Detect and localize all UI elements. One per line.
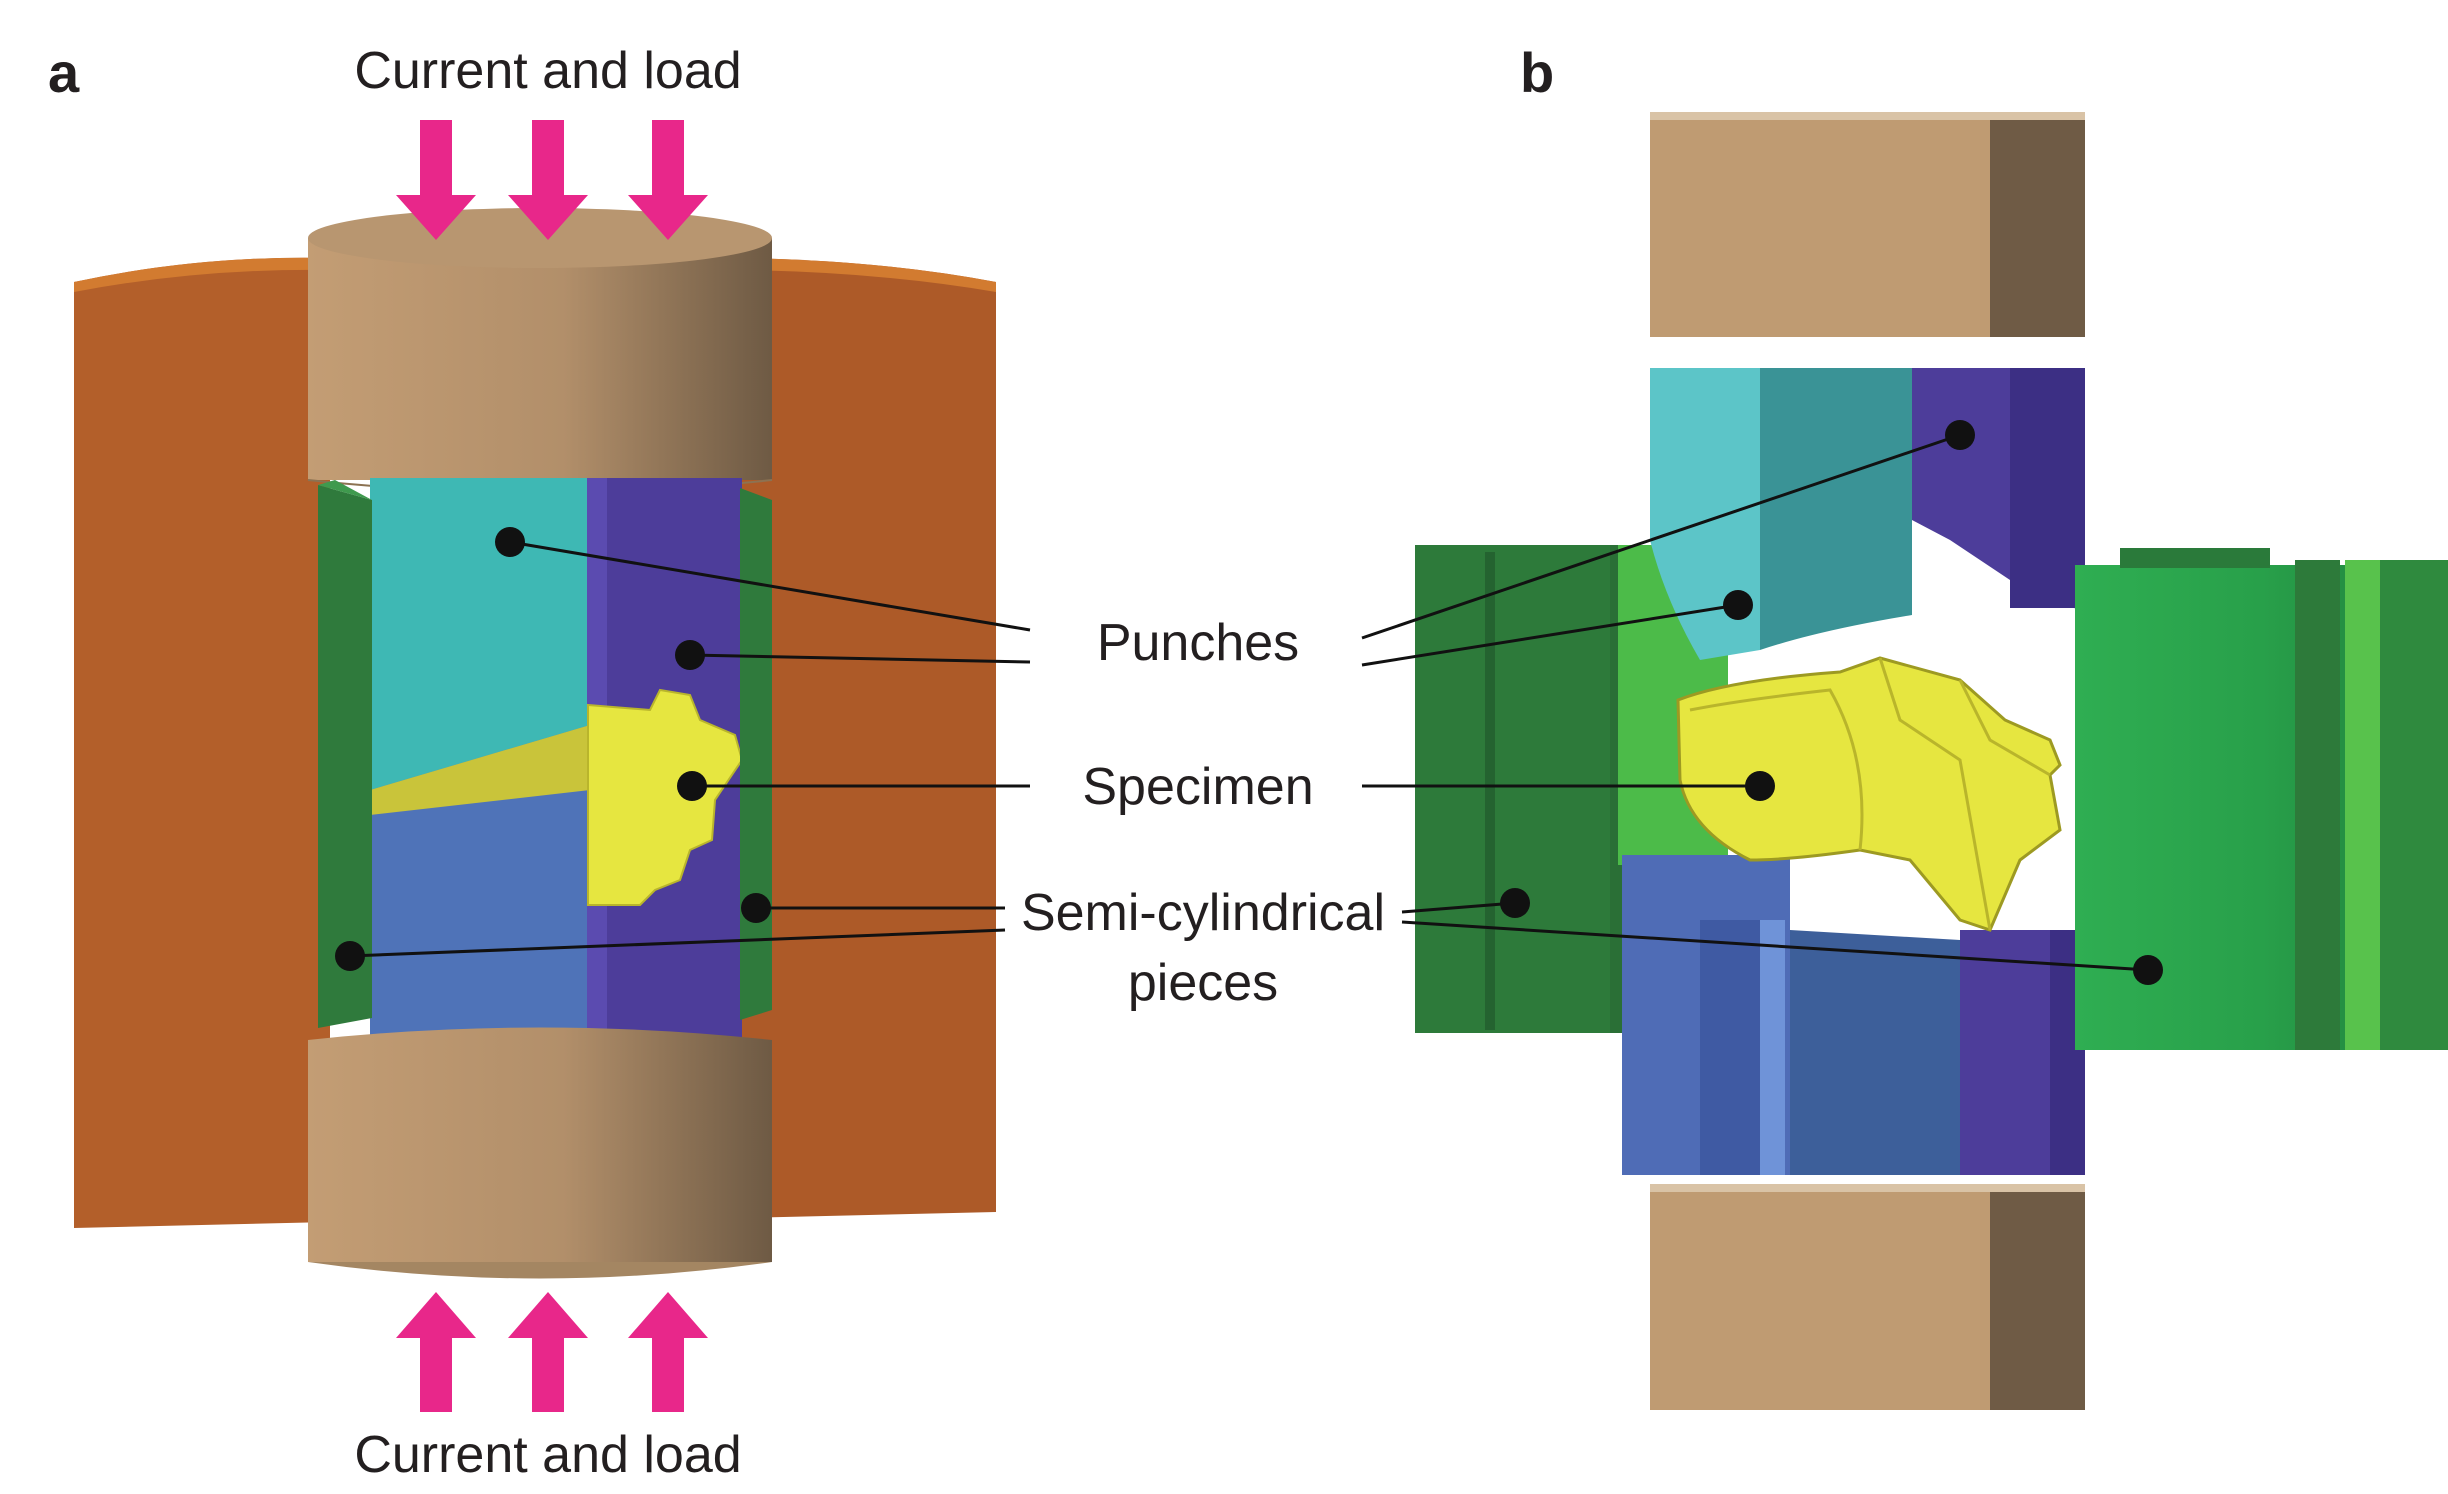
arrow-up-1 <box>396 1292 476 1412</box>
callout-lines <box>335 420 2163 985</box>
arrow-down-2 <box>508 120 588 240</box>
arrows-up <box>396 1292 708 1412</box>
punches-label: Punches <box>1097 614 1299 672</box>
specimen-label: Specimen <box>1082 758 1313 816</box>
arrow-down-1 <box>396 120 476 240</box>
semi-cylindrical-label-line2: pieces <box>1128 954 1278 1012</box>
arrows-down <box>396 120 708 240</box>
semi-cylinder-right <box>2075 548 2448 1050</box>
lower-electrode <box>308 1027 772 1279</box>
top-label: Current and load <box>354 42 741 100</box>
callout-labels: Punches Specimen Semi-cylindrical pieces <box>1021 614 1385 1012</box>
exploded-upper-electrode <box>1650 112 2085 337</box>
upper-punches <box>1650 368 2085 660</box>
lower-punches <box>1622 855 2085 1175</box>
graphite-die <box>74 257 996 1228</box>
panel-b: b <box>1415 41 2448 1410</box>
arrow-up-2 <box>508 1292 588 1412</box>
exploded-lower-electrode <box>1650 1184 2085 1410</box>
punch-assembly <box>318 478 772 1044</box>
upper-electrode <box>307 208 773 494</box>
panel-b-letter: b <box>1520 41 1554 104</box>
panel-a: a <box>48 41 996 1484</box>
panel-a-letter: a <box>48 41 80 104</box>
specimen-b <box>1676 656 2062 932</box>
semi-cylindrical-label-line1: Semi-cylindrical <box>1021 884 1385 942</box>
bottom-label: Current and load <box>354 1426 741 1484</box>
specimen-a <box>587 688 744 906</box>
arrow-down-3 <box>628 120 708 240</box>
arrow-up-3 <box>628 1292 708 1412</box>
